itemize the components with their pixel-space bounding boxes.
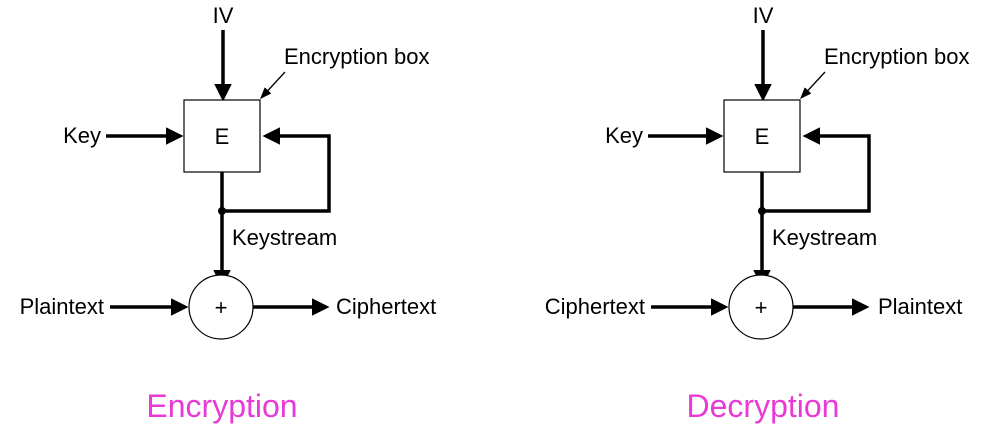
output-label: Plaintext (878, 294, 962, 319)
keystream-label: Keystream (232, 225, 337, 250)
encryption-box-e (183, 99, 261, 173)
junction-dot (218, 207, 226, 215)
input-label: Plaintext (20, 294, 104, 319)
decryption-panel: IV Encryption box Key E Keystream + Ciph… (545, 3, 970, 424)
key-label: Key (63, 123, 101, 148)
e-label: E (215, 124, 230, 149)
encryption-box-label: Encryption box (824, 44, 970, 69)
plus-label: + (215, 295, 228, 320)
keystream-label: Keystream (772, 225, 877, 250)
plus-label: + (755, 295, 768, 320)
encryption-box-e (723, 99, 801, 173)
input-label: Ciphertext (545, 294, 645, 319)
junction-dot (758, 207, 766, 215)
iv-label: IV (213, 3, 234, 28)
encryption-panel: IV Encryption box Key E Keystream + Plai… (20, 3, 437, 424)
encryption-box-label: Encryption box (284, 44, 430, 69)
feedback-loop (762, 127, 871, 213)
caption: Encryption (146, 388, 297, 424)
encryption-box-pointer (800, 71, 826, 99)
key-label: Key (605, 123, 643, 148)
encryption-box-pointer (260, 71, 286, 99)
caption: Decryption (687, 388, 840, 424)
feedback-loop (222, 127, 331, 213)
output-label: Ciphertext (336, 294, 436, 319)
e-label: E (755, 124, 770, 149)
iv-label: IV (753, 3, 774, 28)
